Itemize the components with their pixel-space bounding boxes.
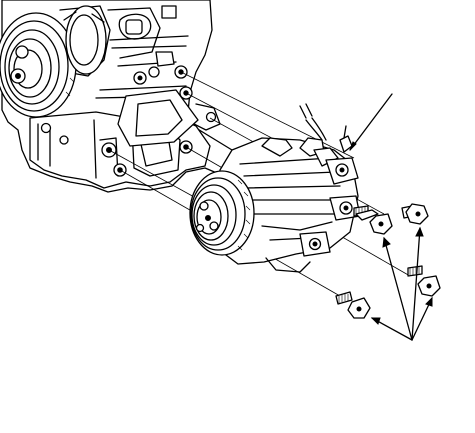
compressor-clutch-pulley — [189, 170, 255, 256]
middle-bolt — [355, 209, 393, 235]
idler-pulley — [63, 5, 107, 75]
lower-bolt — [407, 265, 441, 297]
ac-compressor — [215, 103, 361, 273]
crankshaft-pulley — [0, 12, 77, 118]
front-bolt — [335, 291, 371, 319]
callout-leaders — [349, 93, 433, 341]
